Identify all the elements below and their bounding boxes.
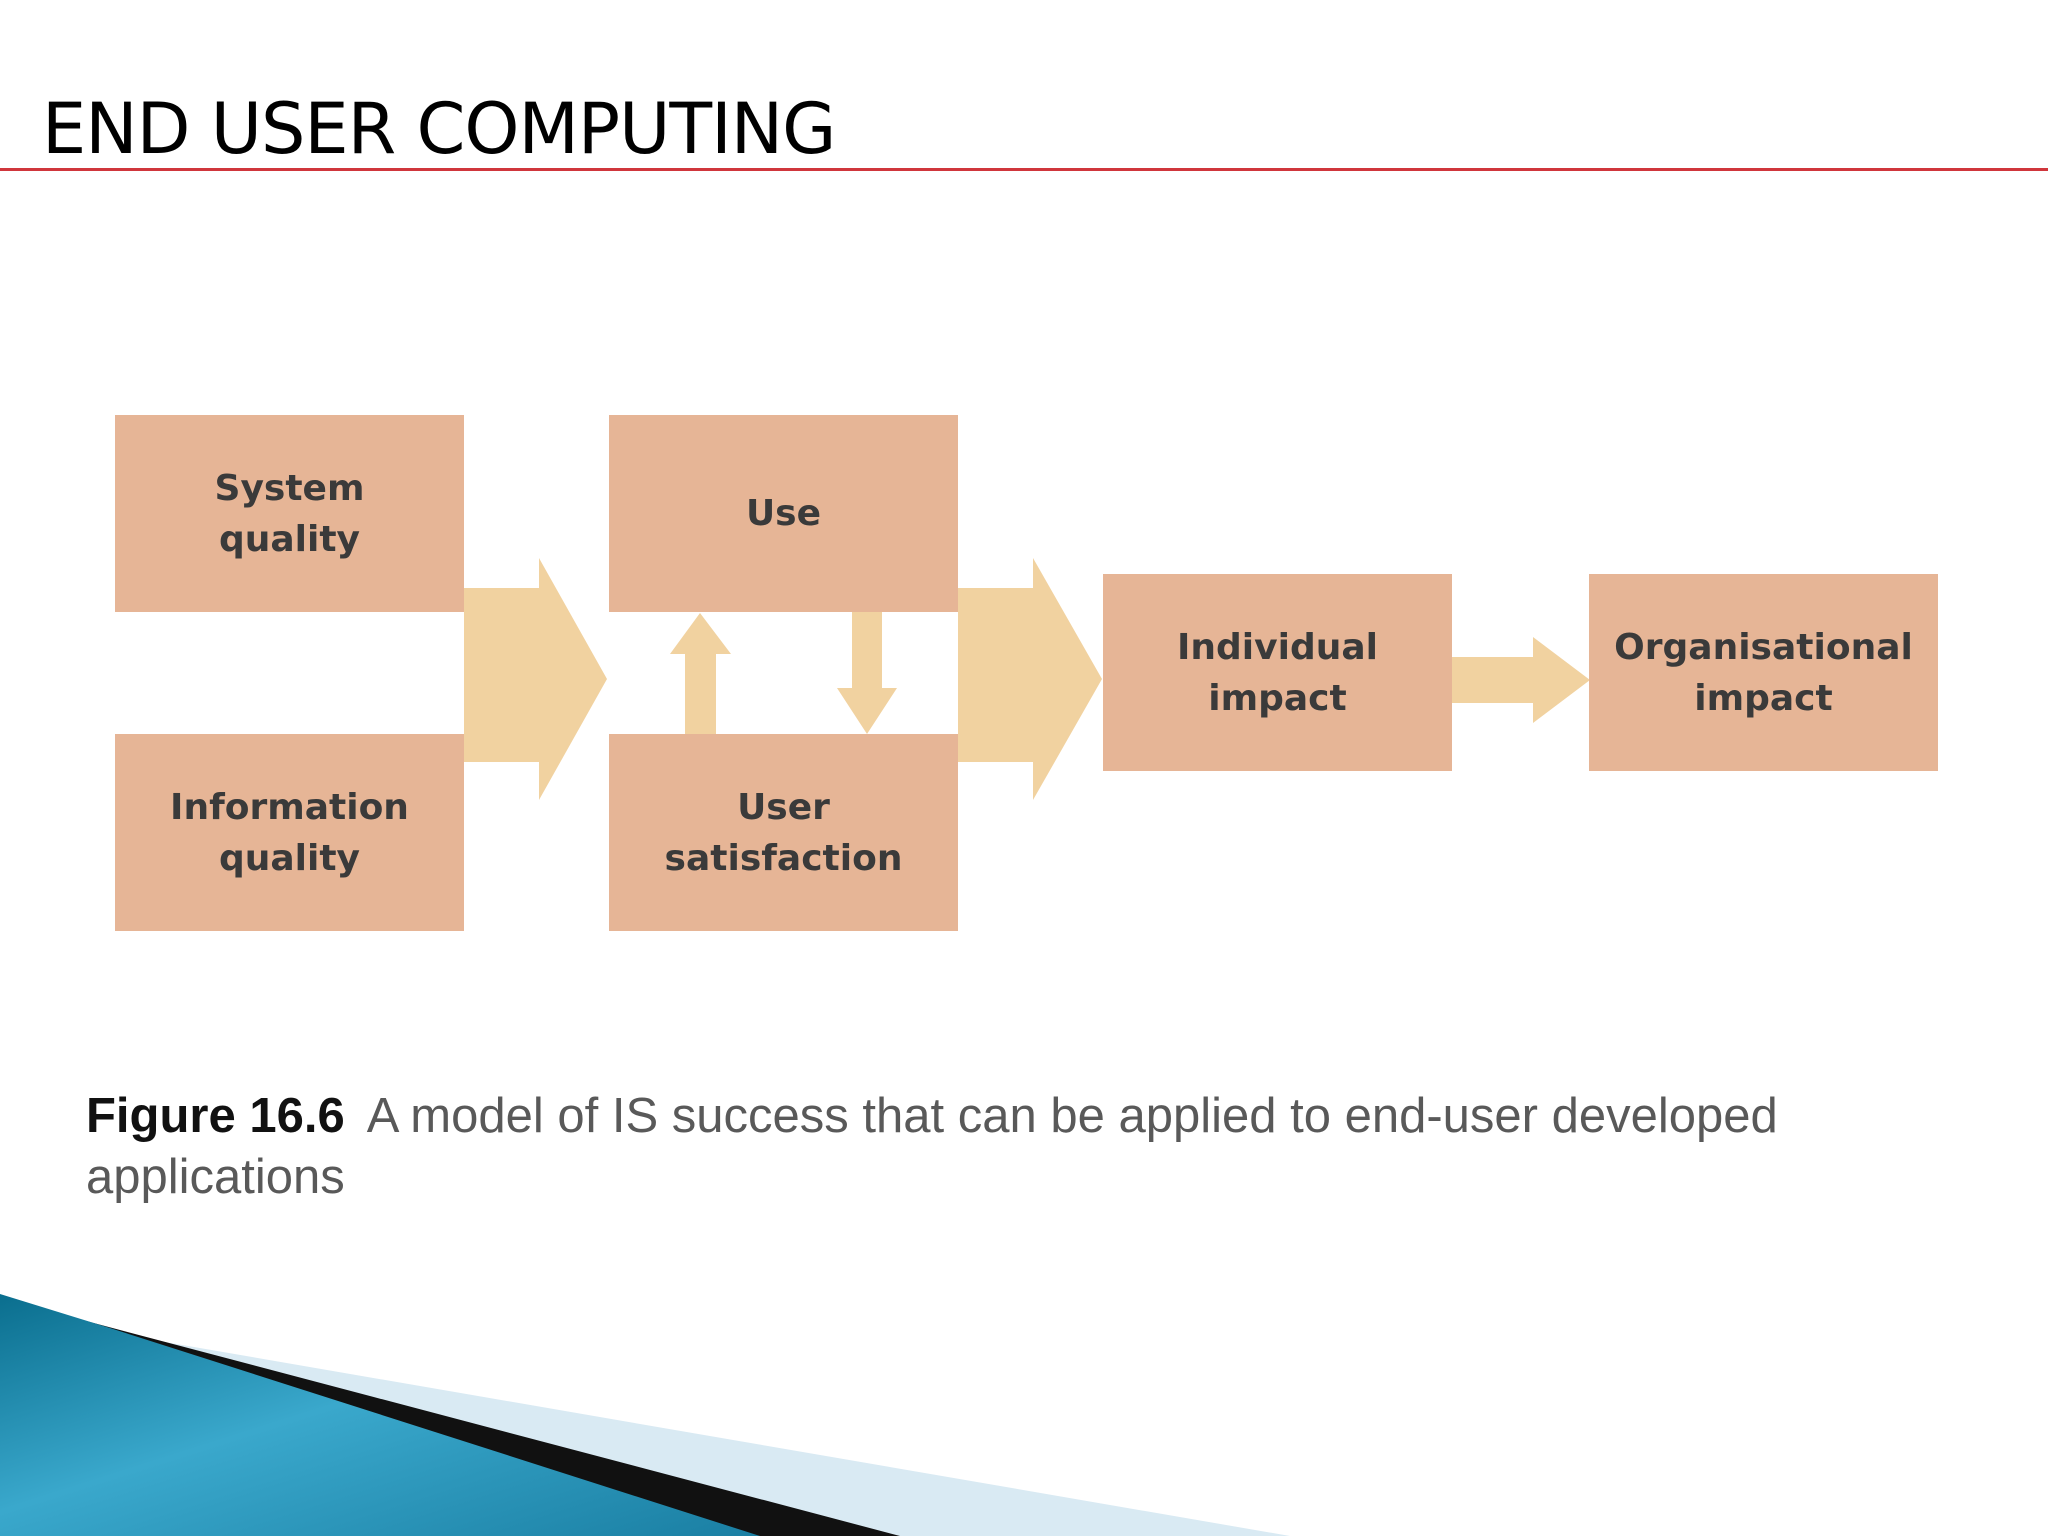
system-quality-box: System quality [115,415,464,612]
user-satisfaction-box: User satisfaction [609,734,958,931]
individual-to-organisational-arrow [1452,637,1590,723]
quality-to-use-arrow [464,558,607,800]
caption-text: A model of IS success that can be applie… [86,1089,1778,1204]
use-to-individual-impact-arrow [958,558,1102,800]
use-to-satisfaction-arrow [837,612,897,734]
satisfaction-to-use-arrow [670,613,731,734]
title-rule [0,168,2048,171]
information-quality-box: Information quality [115,734,464,931]
use-box: Use [609,415,958,612]
corner-swoosh-decoration [0,1294,1290,1536]
caption-label: Figure 16.6 [86,1089,345,1143]
individual-impact-box: Individual impact [1103,574,1452,771]
organisational-impact-box: Organisational impact [1589,574,1938,771]
slide-title: END USER COMPUTING [42,88,836,170]
